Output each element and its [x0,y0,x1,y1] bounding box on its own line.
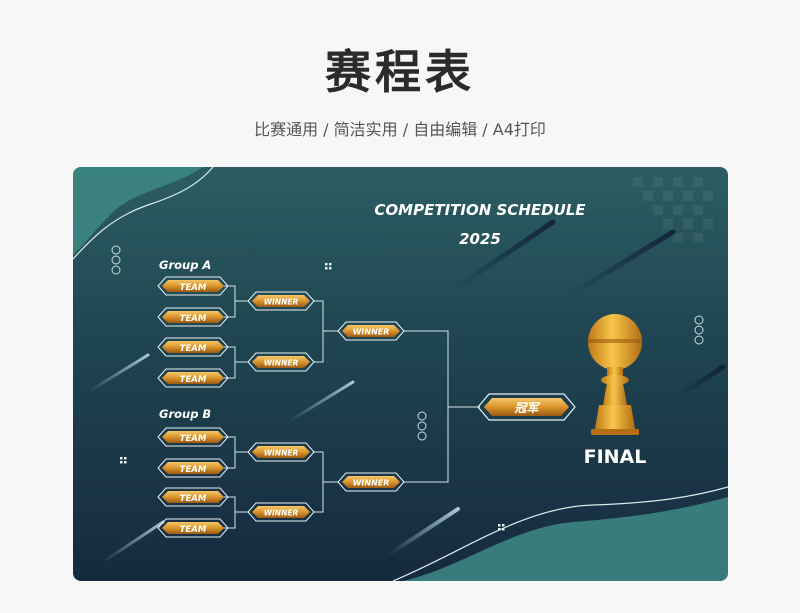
winner-label: WINNER [353,479,390,488]
winner-slot[interactable]: WINNER [247,502,315,522]
page-title: 赛程表 [325,45,475,99]
winner-slots-round-2: WINNER WINNER [337,321,405,492]
champion-label: 冠军 [513,401,540,415]
team-slot[interactable]: TEAM [157,487,229,507]
winner-slot[interactable]: WINNER [247,291,315,311]
team-label: TEAM [180,525,207,535]
winner-slot[interactable]: WINNER [337,472,405,492]
trophy-icon [588,314,642,435]
wave-line-bottom-right [392,486,728,581]
team-slot[interactable]: TEAM [157,307,229,327]
page-subtitle: 比赛通用 / 简洁实用 / 自由编辑 / A4打印 [254,120,546,139]
team-slot[interactable]: TEAM [157,458,229,478]
team-label: TEAM [180,434,207,444]
final-label: FINAL [584,446,647,468]
winner-slot[interactable]: WINNER [337,321,405,341]
team-label: TEAM [180,465,207,475]
poster-heading: COMPETITION SCHEDULE [374,201,586,219]
checker-pattern [633,177,713,243]
champion-slot[interactable]: 冠军 [477,393,576,421]
team-slot[interactable]: TEAM [157,337,229,357]
team-slot[interactable]: TEAM [157,518,229,538]
wave-top-left [73,167,203,255]
bracket-poster: COMPETITION SCHEDULE 2025 Group A Group … [73,167,728,581]
winner-slot[interactable]: WINNER [247,352,315,372]
square-dots [120,263,505,531]
winner-label: WINNER [264,359,299,368]
winner-label: WINNER [264,509,299,518]
team-label: TEAM [180,314,207,324]
wave-bottom-right [403,497,728,581]
poster-year: 2025 [459,230,501,248]
group-a-label: Group A [159,258,211,272]
bracket-svg: COMPETITION SCHEDULE 2025 Group A Group … [73,167,728,581]
winner-label: WINNER [264,298,299,307]
team-slot[interactable]: TEAM [157,427,229,447]
group-b-label: Group B [159,407,211,421]
circle-dots-right [694,315,704,345]
winner-slots-round-1: WINNER WINNER WINNER WINNER [247,291,315,522]
team-slots: TEAM TEAM TEAM TEAM TEAM TEAM [157,276,229,538]
team-label: TEAM [180,283,207,293]
team-label: TEAM [180,375,207,385]
winner-slot[interactable]: WINNER [247,442,315,462]
circle-dots-left [111,245,121,275]
winner-label: WINNER [264,449,299,458]
circle-dots-center [417,411,427,441]
team-label: TEAM [180,344,207,354]
wave-line-top-left [73,167,214,260]
team-label: TEAM [180,494,207,504]
team-slot[interactable]: TEAM [157,368,229,388]
light-streaks [86,219,726,564]
winner-label: WINNER [353,328,390,337]
team-slot[interactable]: TEAM [157,276,229,296]
